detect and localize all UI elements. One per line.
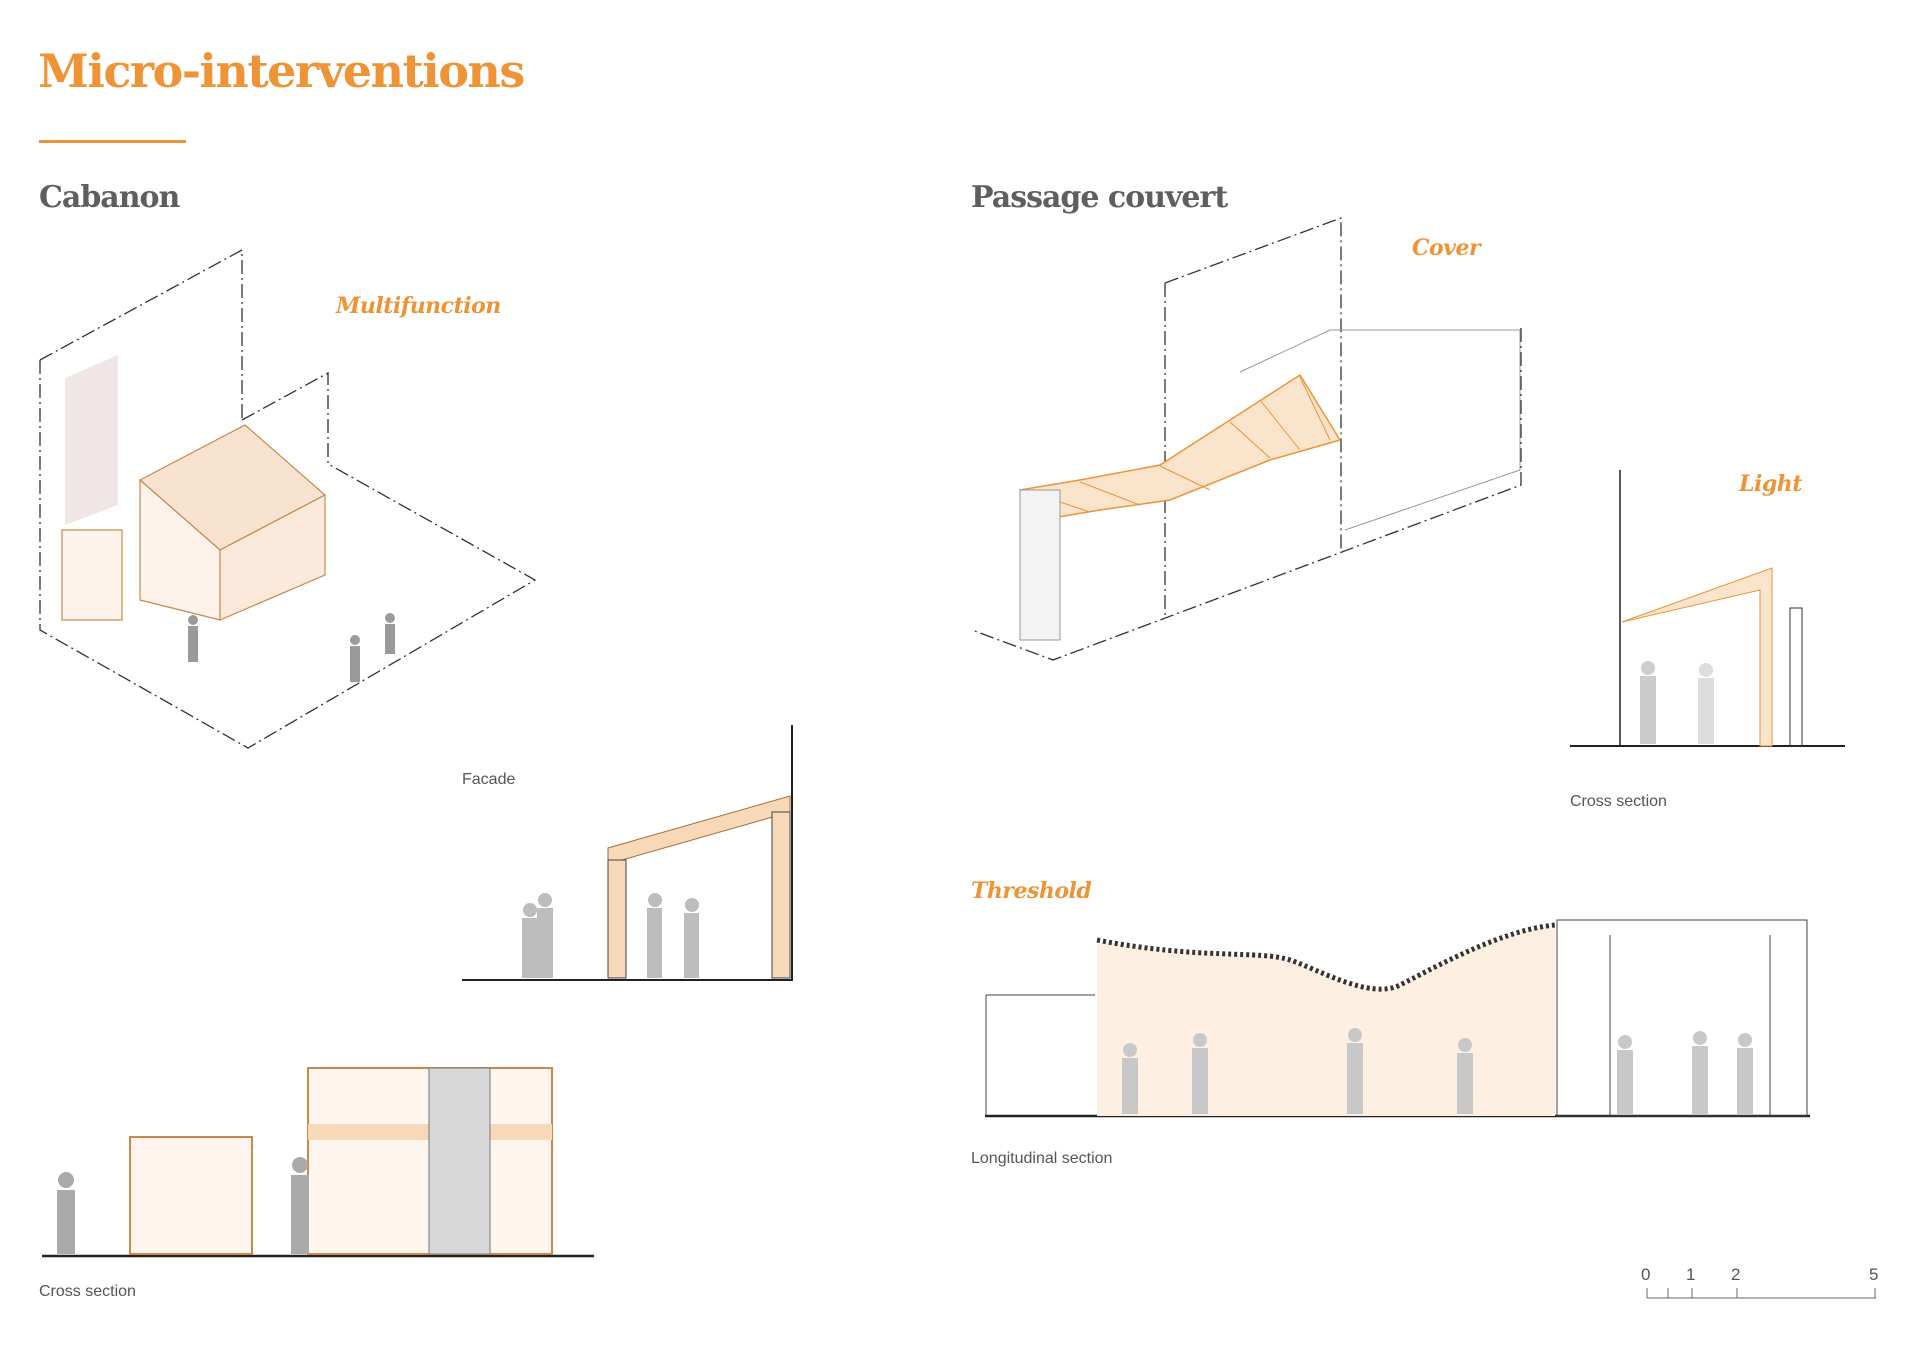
cabanon-mural [65, 355, 118, 525]
cabanon-cross-section-drawing [42, 1067, 594, 1258]
light-label: Light [1739, 471, 1802, 497]
longitudinal-section-caption: Longitudinal section [971, 1150, 1113, 1167]
passage-cross-section-drawing [1570, 470, 1845, 747]
title-underline [39, 140, 186, 143]
page-title: Micro-interventions [38, 44, 525, 98]
facade-caption: Facade [462, 771, 516, 788]
scale-label-0: 0 [1641, 1265, 1651, 1284]
cabanon-cross-section-caption: Cross section [39, 1283, 136, 1300]
cabanon-people [188, 613, 395, 682]
scale-label-2: 2 [1731, 1265, 1741, 1284]
scale-label-5: 5 [1869, 1265, 1879, 1284]
scale-bar [1646, 1288, 1876, 1299]
cover-label: Cover [1412, 235, 1481, 261]
cabanon-axonometric [39, 248, 537, 749]
scale-label-1: 1 [1686, 1265, 1696, 1284]
passage-axonometric [971, 217, 1522, 661]
cabanon-facade-drawing [462, 725, 793, 981]
facade-people [522, 893, 699, 978]
multifunction-label: Multifunction [336, 293, 501, 319]
cabanon-pavilion [61, 424, 327, 621]
cabanon-heading: Cabanon [39, 180, 180, 215]
threshold-label: Threshold [971, 878, 1092, 904]
passage-longitudinal-section-drawing [985, 919, 1810, 1118]
passage-heading: Passage couvert [971, 180, 1228, 215]
passage-cross-section-caption: Cross section [1570, 793, 1667, 810]
